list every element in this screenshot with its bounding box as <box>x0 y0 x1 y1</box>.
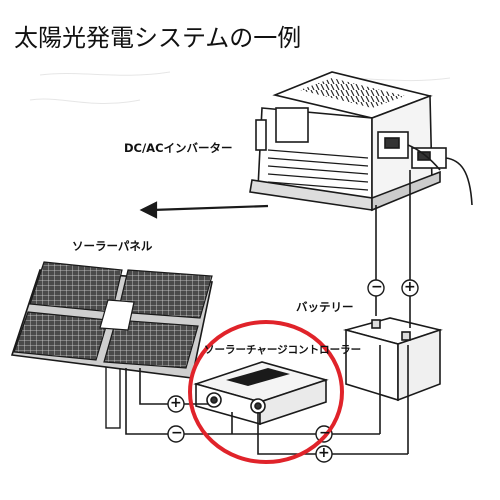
polarity-markers <box>167 279 419 463</box>
marker-inverter-pos-glyph: + <box>404 279 416 295</box>
solar-panel <box>10 261 213 429</box>
panel-module-top-right <box>117 269 213 319</box>
marker-controller-pos <box>315 445 333 463</box>
marker-inverter-pos <box>401 279 419 297</box>
highlight-circle <box>188 320 344 464</box>
label-battery: バッテリー <box>296 300 354 314</box>
label-charge-controller: ソーラーチャージコントローラー <box>204 344 362 356</box>
marker-controller-neg-glyph: − <box>319 425 331 441</box>
marker-inverter-neg <box>367 279 385 297</box>
dc-ac-inverter <box>249 71 473 212</box>
inverter-top-vents <box>300 78 405 108</box>
battery-terminal-neg <box>371 319 381 329</box>
wire-controller-pos <box>257 412 408 455</box>
charge-controller <box>193 361 329 426</box>
controller-side <box>259 378 327 426</box>
wire-panel-pos <box>139 368 208 405</box>
battery-terminal-pos <box>401 331 411 341</box>
panel-module-bottom-right <box>103 319 199 369</box>
controller-label-strip <box>226 368 290 386</box>
marker-panel-neg-glyph: − <box>171 425 183 441</box>
wire-panel-neg <box>125 368 380 435</box>
wiring <box>125 170 411 455</box>
marker-panel-pos <box>167 395 185 413</box>
marker-inverter-neg-glyph: − <box>371 279 383 295</box>
inverter-bracket <box>255 119 267 151</box>
ac-output-arrow <box>139 201 269 219</box>
label-solar-panel: ソーラーパネル <box>72 239 153 253</box>
marker-panel-pos-glyph: + <box>170 395 182 411</box>
diagram-title: 太陽光発電システムの一例 <box>14 24 302 52</box>
label-inverter: DC/ACインバーター <box>124 141 233 155</box>
panel-module-bottom-left <box>13 311 109 361</box>
marker-panel-neg <box>167 425 185 443</box>
marker-controller-pos-glyph: + <box>318 445 330 461</box>
inverter-front-panel <box>275 107 309 143</box>
battery <box>342 317 443 402</box>
